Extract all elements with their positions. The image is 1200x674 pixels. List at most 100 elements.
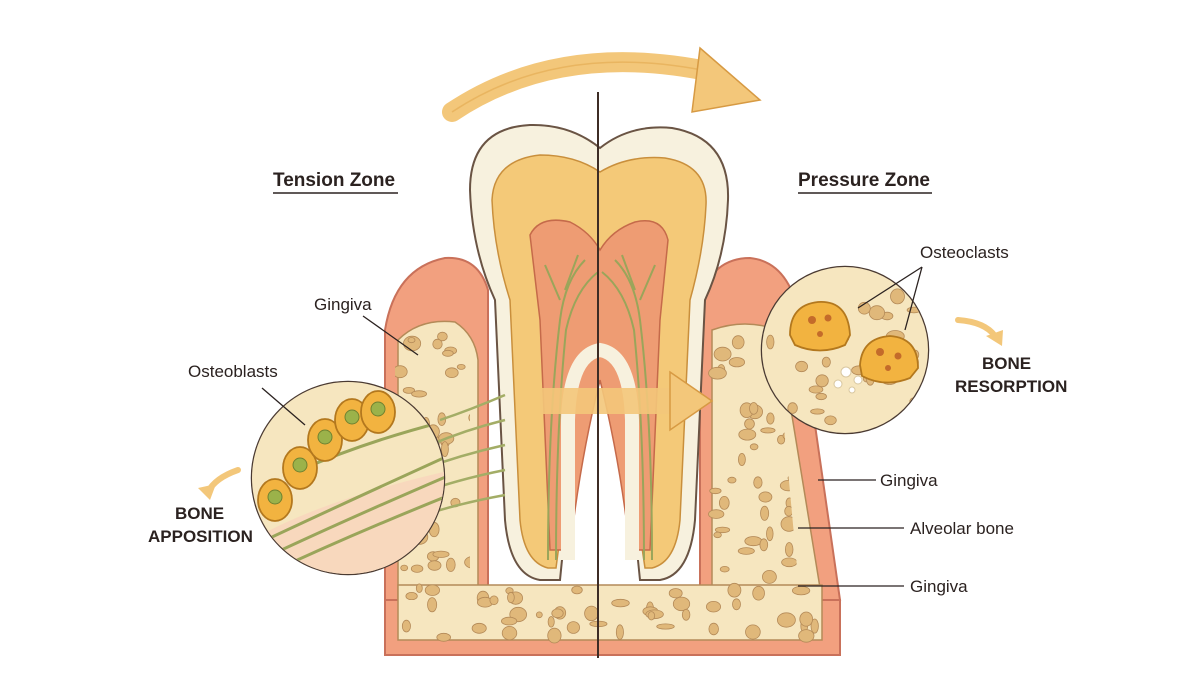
alveolar-bone [395, 320, 823, 644]
bone-pore [571, 585, 583, 595]
bone-pore [718, 495, 730, 510]
bone-pore [821, 356, 831, 368]
bone-pore [719, 566, 730, 573]
cell-nucleus [292, 457, 308, 473]
bone-pore [395, 365, 408, 379]
bone-pore [787, 402, 798, 414]
bone-pore [713, 346, 732, 362]
gingiva-label-right-lower: Gingiva [910, 577, 968, 596]
bone-pore [808, 385, 824, 394]
osteoclasts-label: Osteoclasts [920, 243, 1009, 262]
bone-pore [744, 536, 763, 547]
bone-pore [810, 408, 825, 415]
bone-pore [432, 550, 450, 558]
bone-pore [468, 412, 470, 424]
tooth [468, 123, 730, 581]
bone-fragments [833, 366, 863, 394]
bone-pore [749, 443, 759, 451]
bone-pore [681, 608, 691, 621]
bone-pore [785, 542, 794, 557]
zone-titles: Tension Zone Pressure Zone [273, 170, 932, 194]
bone-pore [731, 335, 745, 350]
gingiva-label-left: Gingiva [314, 295, 372, 314]
bone-pore [400, 564, 409, 572]
bone-pore [766, 334, 775, 350]
tension-zone-title: Tension Zone [273, 170, 395, 191]
cell-nucleus [344, 409, 360, 425]
bone-pore [656, 623, 675, 630]
bone-pore [708, 509, 725, 519]
apposition-arrow [198, 467, 241, 500]
force-arrow [540, 370, 714, 432]
bone-pore [727, 476, 737, 484]
bone-pore [411, 390, 428, 398]
bone-pore [744, 418, 755, 430]
osteoblasts-label: Osteoblasts [188, 362, 278, 381]
bone-pore [798, 629, 815, 643]
bone-pore [752, 585, 765, 601]
bone-pore [815, 392, 827, 401]
cell-nucleus [267, 489, 283, 505]
bone-pore [810, 618, 819, 634]
bone-apposition-label-line2: APPOSITION [148, 527, 253, 546]
bone-pore [760, 505, 770, 521]
bone-pore [709, 487, 722, 495]
bone-pore [547, 627, 562, 644]
bone-pore [753, 476, 763, 489]
bone-pore [781, 557, 798, 568]
bone-pore [440, 441, 449, 458]
bone-pore [551, 608, 564, 619]
bone-pore [745, 624, 761, 640]
bone-pore [868, 305, 886, 321]
bone-resorption-label-line1: BONE [982, 354, 1031, 373]
pressure-zone-title: Pressure Zone [798, 170, 930, 191]
bone-pore [500, 616, 518, 626]
bone-pore [402, 386, 415, 394]
bone-pore [799, 611, 813, 627]
bone-pore [427, 597, 438, 613]
rotation-arrow [442, 46, 762, 122]
osteoclasts-magnifier [760, 265, 930, 435]
bone-pore [749, 402, 759, 415]
bone-pore [760, 427, 776, 434]
bone-pore [824, 415, 837, 426]
bone-pore [456, 363, 466, 370]
bone-pore [672, 596, 691, 612]
resorption-arrow [955, 317, 1003, 346]
bone-pore [732, 598, 741, 611]
bone-pore [890, 288, 905, 305]
osteoblast-cells [257, 390, 396, 522]
bone-pore [437, 331, 448, 342]
bone-pore [727, 582, 742, 598]
bone-pore [706, 601, 722, 613]
bone-pore [647, 611, 656, 621]
bone-pore [738, 428, 757, 441]
cell-nucleus [370, 401, 386, 417]
osteoclast-cell [789, 301, 851, 352]
bone-pore [791, 585, 811, 596]
bone-pore [611, 598, 630, 608]
bone-pore [766, 412, 775, 425]
alveolar-bone-label: Alveolar bone [910, 519, 1014, 538]
bone-apposition-label-line1: BONE [175, 504, 224, 523]
bone-pore [708, 366, 727, 380]
bone-pore [759, 538, 769, 552]
cell-nucleus [317, 429, 333, 445]
bone-pore [442, 349, 454, 357]
leader-lines [261, 266, 923, 587]
bone-pore [535, 611, 543, 619]
bone-pore [737, 547, 755, 555]
bone-pore [708, 622, 719, 636]
bone-pore [507, 591, 515, 604]
bone-pore [584, 605, 599, 622]
bone-pore [668, 588, 683, 599]
gingiva-label-right-upper: Gingiva [880, 471, 938, 490]
osteoclast-cell [859, 335, 919, 384]
bone-pores-bottom [401, 582, 819, 644]
bone-pore [424, 584, 440, 596]
bone-pore [762, 570, 777, 584]
bone-pore [766, 526, 774, 542]
bone-resorption-label-line2: RESORPTION [955, 377, 1067, 396]
